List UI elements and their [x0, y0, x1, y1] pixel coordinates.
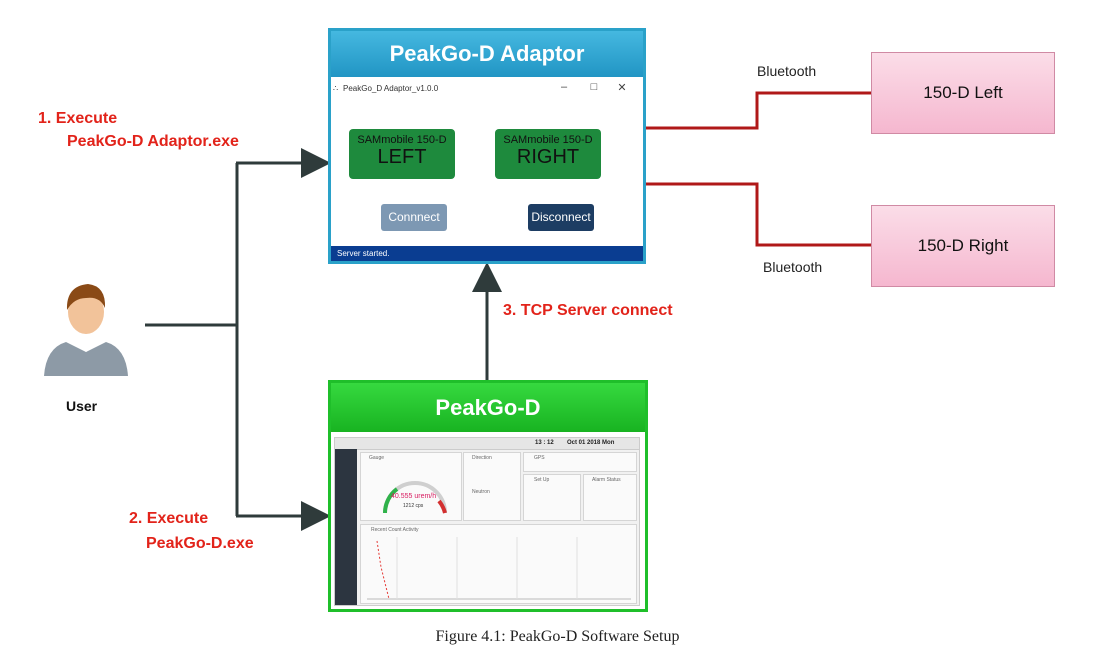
device-node-left: 150-D Left	[871, 52, 1055, 134]
bluetooth-label-bottom: Bluetooth	[763, 259, 823, 275]
app-date: Oct 01 2018 Mon	[567, 440, 615, 446]
app-time: 13 : 12	[535, 440, 554, 446]
adaptor-window: PeakGo-D Adaptor ∴ PeakGo_D Adaptor_v1.0…	[328, 28, 646, 264]
peakgo-header: PeakGo-D	[331, 383, 645, 432]
left-device-side: LEFT	[377, 146, 427, 168]
bluetooth-line-left	[646, 91, 871, 130]
app-sidebar	[335, 449, 357, 605]
direction-title: Direction	[472, 455, 492, 461]
recent-activity-card: Recent Count Activity	[360, 524, 637, 604]
gauge-card: Gauge 40.555 urem/h 1212 cps	[360, 452, 462, 521]
bluetooth-label-top: Bluetooth	[757, 63, 817, 79]
figure-caption: Figure 4.1: PeakGo-D Software Setup	[435, 628, 680, 645]
gauge-title: Gauge	[369, 455, 385, 461]
step1-label-line1: 1. Execute	[38, 110, 118, 127]
step1-label-line2: PeakGo-D Adaptor.exe	[67, 133, 239, 150]
user-icon	[44, 284, 128, 376]
adaptor-header: PeakGo-D Adaptor	[331, 31, 643, 77]
status-bar: Server started.	[331, 246, 643, 261]
setup-card: Set Up	[523, 474, 581, 521]
peakgo-window: PeakGo-D 13 : 12 Oct 01 2018 Mon Gauge 4…	[328, 380, 648, 612]
right-device-side: RIGHT	[516, 146, 580, 168]
device-node-right-label: 150-D Right	[917, 236, 1009, 255]
device-node-right: 150-D Right	[871, 205, 1055, 287]
left-device-button[interactable]: SAMmobile 150-D LEFT	[349, 129, 455, 179]
peakgo-app-screenshot: 13 : 12 Oct 01 2018 Mon Gauge 40.555 ure…	[334, 437, 640, 606]
setup-title: Set Up	[534, 477, 550, 483]
cps-readout: 1212 cps	[403, 503, 424, 509]
bluetooth-line-right	[646, 182, 871, 247]
adaptor-app-icon: ∴	[333, 84, 339, 93]
gps-title: GPS	[534, 455, 545, 461]
user-label: User	[66, 398, 98, 414]
connect-button[interactable]: Connnect	[381, 204, 447, 231]
direction-card: Direction Neutron	[463, 452, 521, 521]
recent-activity-title: Recent Count Activity	[371, 527, 419, 533]
neutron-title: Neutron	[472, 489, 490, 495]
adaptor-window-title: PeakGo_D Adaptor_v1.0.0	[343, 84, 439, 93]
minimize-icon[interactable]: –	[560, 81, 568, 93]
left-device-model: SAMmobile 150-D	[357, 134, 447, 146]
step2-label-line2: PeakGo-D.exe	[146, 535, 254, 552]
step2-label-line1: 2. Execute	[129, 510, 209, 527]
app-toolbar: 13 : 12 Oct 01 2018 Mon	[335, 438, 639, 450]
close-icon[interactable]: ✕	[617, 82, 627, 94]
dose-rate-readout: 40.555 urem/h	[391, 493, 437, 500]
right-device-button[interactable]: SAMmobile 150-D RIGHT	[495, 129, 601, 179]
maximize-icon[interactable]: □	[590, 81, 598, 93]
user-avatar	[36, 268, 136, 378]
step3-label: 3. TCP Server connect	[503, 302, 673, 319]
alarm-title: Alarm Status	[592, 477, 621, 483]
right-device-model: SAMmobile 150-D	[503, 134, 593, 146]
disconnect-button[interactable]: Disconnect	[528, 204, 594, 231]
device-node-left-label: 150-D Left	[923, 83, 1003, 102]
gps-card: GPS	[523, 452, 637, 472]
activity-plot	[367, 537, 631, 600]
alarm-card: Alarm Status	[583, 474, 637, 521]
gauge-dial-icon	[383, 481, 447, 514]
